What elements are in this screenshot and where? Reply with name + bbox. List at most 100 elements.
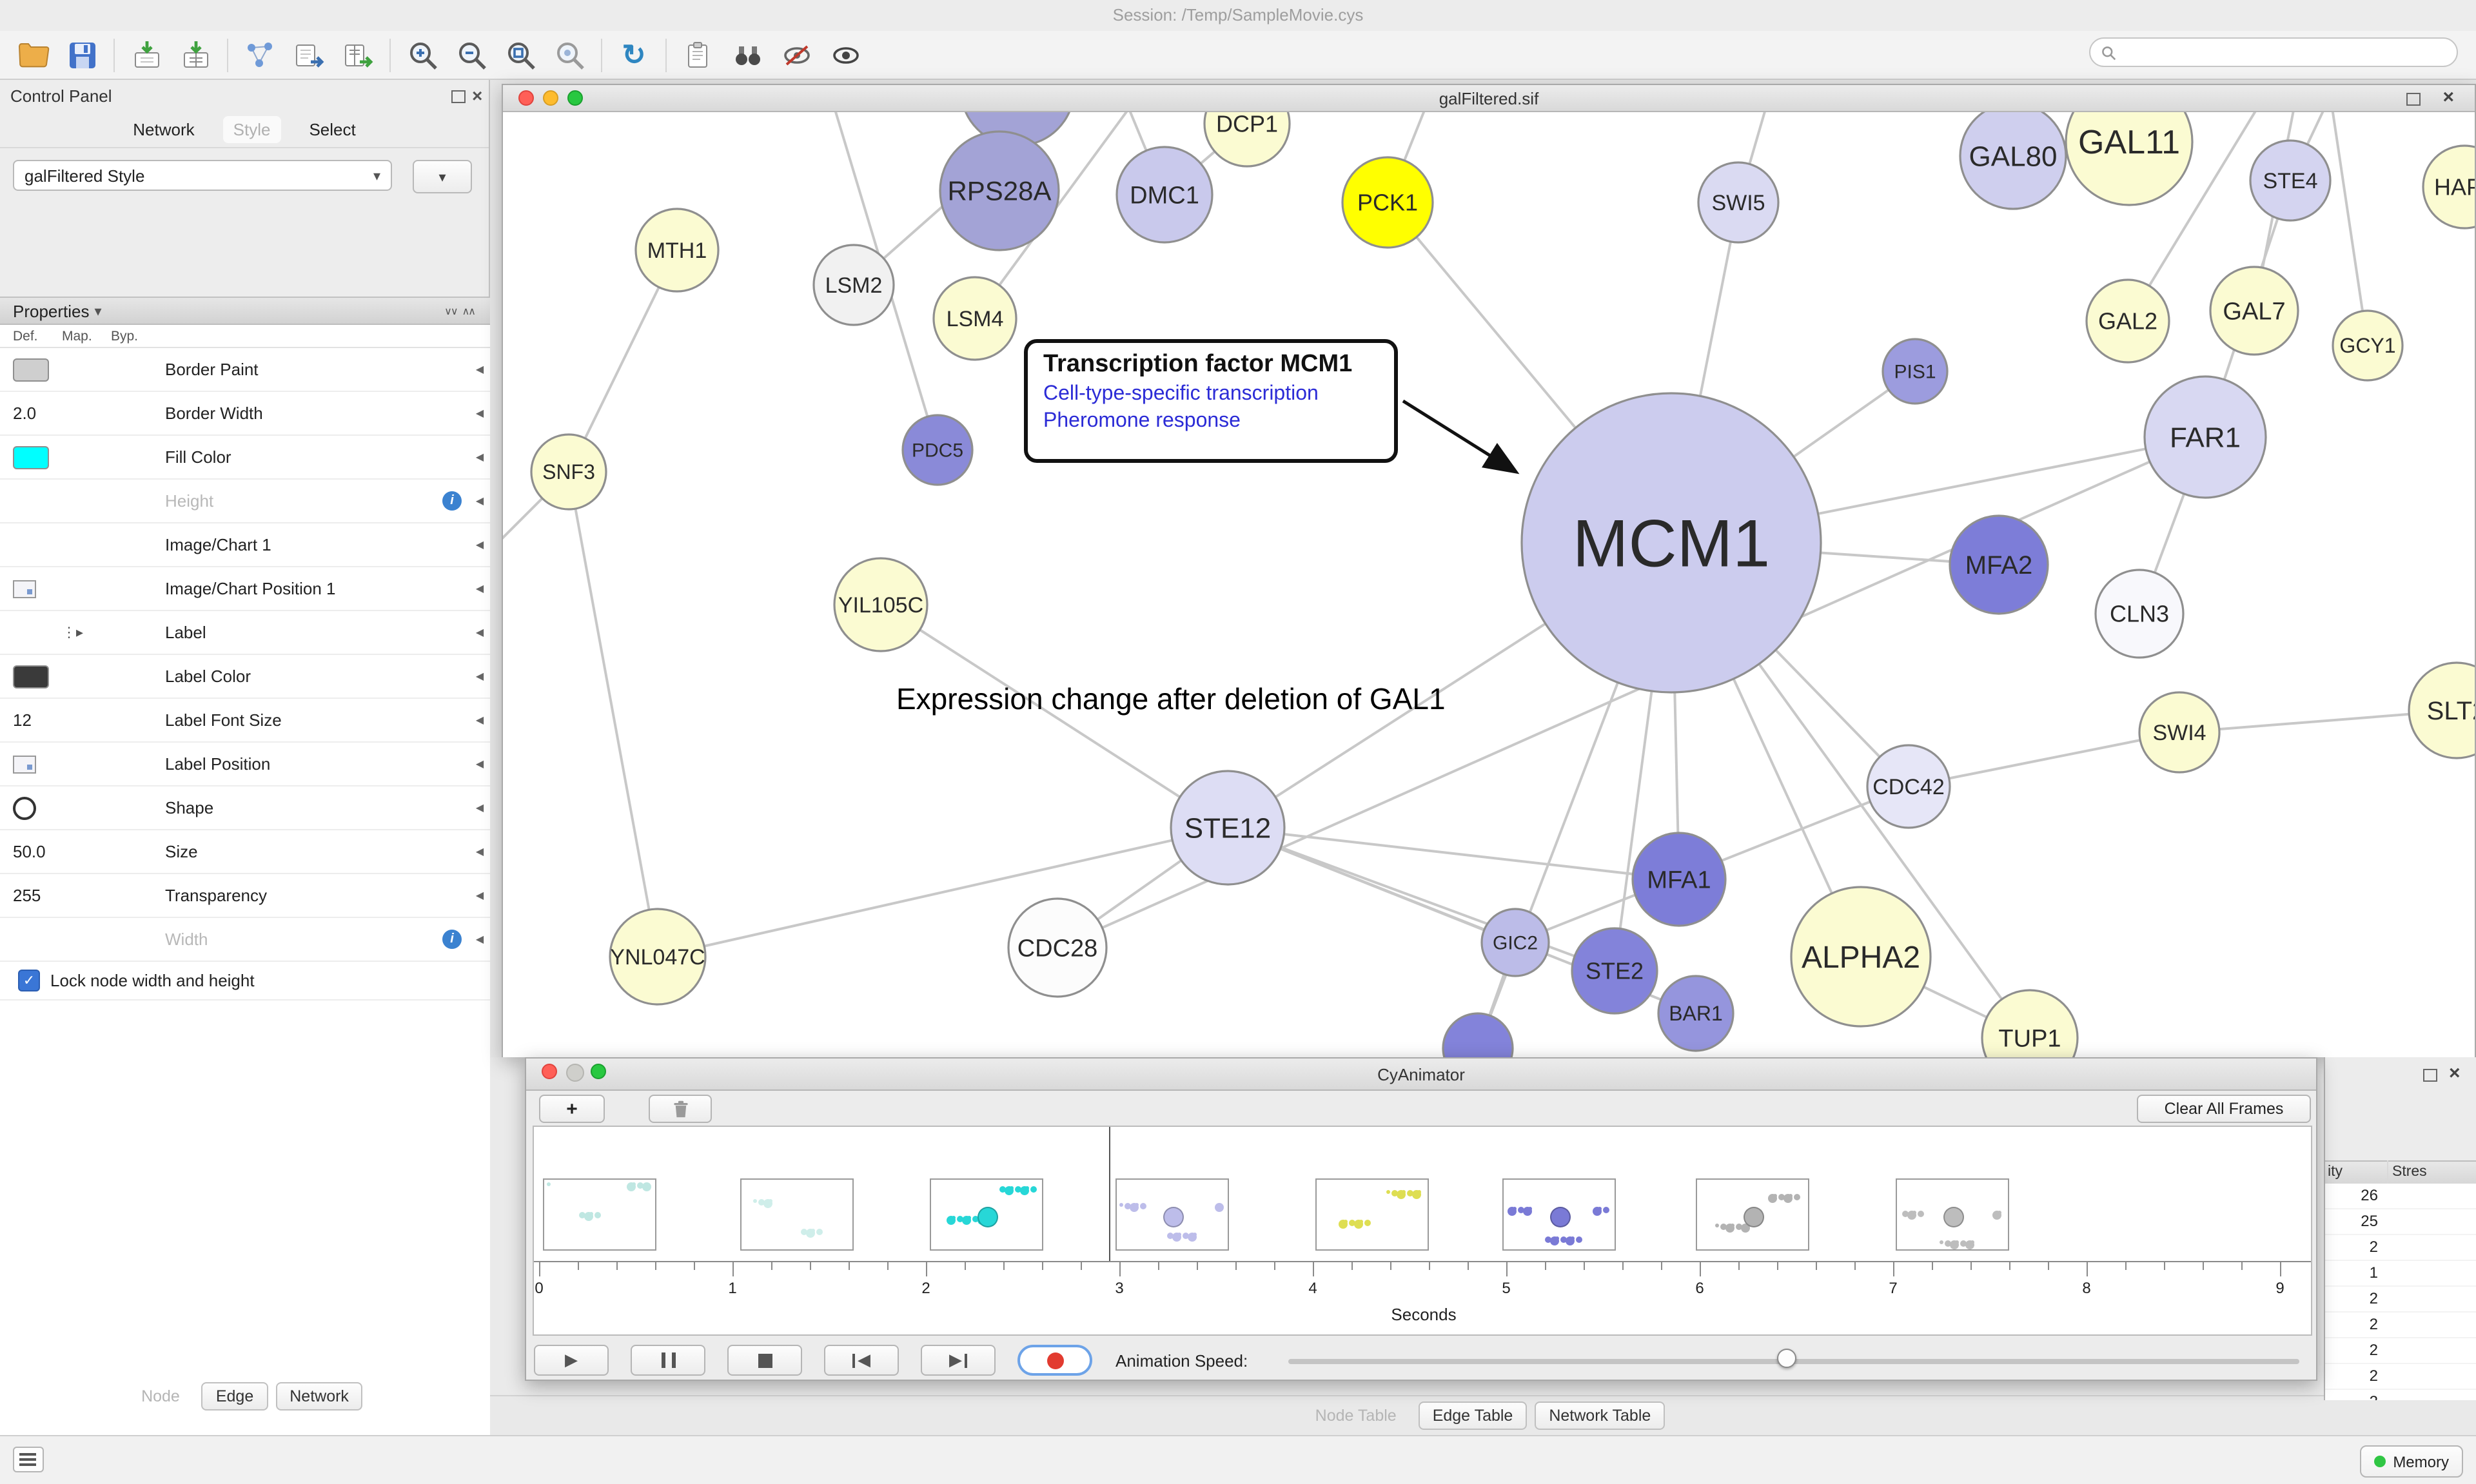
tab-select[interactable]: Select	[309, 119, 356, 139]
network-edge[interactable]	[1908, 731, 2180, 788]
tab-edge-table[interactable]: Edge Table	[1418, 1401, 1528, 1430]
copy-view-icon[interactable]	[681, 37, 716, 72]
table-column-headers[interactable]: ity Stres	[2325, 1160, 2476, 1186]
zoom-in-icon[interactable]	[405, 37, 440, 72]
status-list-icon[interactable]	[13, 1447, 44, 1472]
column-centrality[interactable]: ity	[2328, 1164, 2343, 1180]
default-value-swatch[interactable]	[13, 665, 49, 688]
tab-network-bottom[interactable]: Network	[275, 1382, 363, 1411]
network-node-SWI5[interactable]	[1697, 161, 1780, 244]
network-node-STE4[interactable]	[2249, 139, 2332, 222]
style-selector[interactable]: galFiltered Style ▾	[13, 160, 392, 191]
network-node-CDC28[interactable]	[1007, 897, 1108, 998]
record-button[interactable]	[1017, 1345, 1092, 1376]
float-network-icon[interactable]	[2406, 93, 2421, 106]
frame-thumbnail-6[interactable]	[1502, 1178, 1616, 1251]
network-node-GAL2[interactable]	[2085, 278, 2170, 364]
close-table-icon[interactable]: ×	[2449, 1062, 2461, 1084]
expand-row-icon[interactable]: ◀	[475, 802, 484, 814]
zoom-animator-button[interactable]	[591, 1064, 606, 1079]
float-table-icon[interactable]	[2423, 1069, 2437, 1082]
animation-speed-thumb[interactable]	[1777, 1349, 1796, 1368]
network-edge[interactable]	[1227, 826, 1615, 972]
network-node-CDC42[interactable]	[1866, 744, 1951, 829]
table-row[interactable]: 2	[2325, 1338, 2476, 1364]
network-node-MCM1[interactable]	[1520, 392, 1822, 694]
network-node-MFA1[interactable]	[1631, 832, 1727, 927]
network-node-RPS28A[interactable]	[939, 130, 1060, 251]
close-window-button[interactable]	[518, 90, 534, 106]
network-node-GAL11[interactable]	[2065, 112, 2194, 206]
network-edge[interactable]	[812, 112, 939, 451]
network-from-db-icon[interactable]	[242, 37, 277, 72]
frame-thumbnail-8[interactable]	[1896, 1178, 2009, 1251]
network-node-LSM4[interactable]	[932, 276, 1017, 361]
property-row-label-position[interactable]: Label Position◀	[0, 743, 490, 786]
zoom-out-icon[interactable]	[454, 37, 489, 72]
table-row[interactable]: 2	[2325, 1313, 2476, 1338]
export-network-icon[interactable]	[291, 37, 326, 72]
zoom-fit-icon[interactable]	[503, 37, 538, 72]
close-network-icon[interactable]: ×	[2442, 86, 2454, 108]
float-panel-icon[interactable]	[451, 90, 466, 103]
expand-row-icon[interactable]: ◀	[475, 583, 484, 594]
network-window-titlebar[interactable]: galFiltered.sif ×	[503, 85, 2475, 112]
minimize-window-button[interactable]	[543, 90, 558, 106]
stop-button[interactable]	[727, 1345, 802, 1376]
show-graphics-icon[interactable]	[828, 37, 863, 72]
zoom-window-button[interactable]	[567, 90, 583, 106]
network-node-BAR1[interactable]	[1657, 975, 1734, 1052]
network-node-TUP1[interactable]	[1981, 989, 2079, 1057]
network-canvas-svg[interactable]: RPS28BRPS28ADMC1DCP1PCK1SWI5GAL80GAL11ST…	[503, 112, 2475, 1057]
update-view-icon[interactable]: ↻	[622, 39, 646, 71]
info-icon[interactable]: i	[442, 491, 462, 511]
frame-thumbnail-3[interactable]	[930, 1178, 1043, 1251]
network-node-FAR1[interactable]	[2143, 375, 2267, 499]
network-node-SNF3[interactable]	[530, 433, 607, 511]
network-canvas[interactable]: RPS28BRPS28ADMC1DCP1PCK1SWI5GAL80GAL11ST…	[503, 112, 2475, 1057]
play-button[interactable]: ▶	[534, 1345, 609, 1376]
collapse-all-icon[interactable]: ∨∨	[444, 305, 458, 317]
network-edge[interactable]	[1227, 826, 1680, 881]
frame-thumbnail-1[interactable]	[543, 1178, 656, 1251]
expand-row-icon[interactable]: ◀	[475, 364, 484, 375]
network-node-STE2[interactable]	[1571, 927, 1658, 1015]
network-node-ALPHA2[interactable]	[1790, 886, 1932, 1028]
properties-header[interactable]: Properties ▾ ∨∨ ∧∧	[0, 297, 490, 325]
expand-row-icon[interactable]: ◀	[475, 451, 484, 463]
memory-button[interactable]: Memory	[2359, 1445, 2463, 1478]
table-row[interactable]: 2	[2325, 1364, 2476, 1390]
network-node-MTH1[interactable]	[634, 208, 720, 293]
column-stress[interactable]: Stres	[2392, 1164, 2427, 1180]
tab-network-table[interactable]: Network Table	[1535, 1401, 1665, 1430]
default-value-swatch[interactable]	[13, 445, 49, 469]
lock-checkbox[interactable]: ✓	[18, 970, 40, 991]
style-options-button[interactable]: ▾	[413, 160, 472, 193]
save-session-icon[interactable]	[64, 37, 99, 72]
import-network-icon[interactable]	[129, 37, 164, 72]
cyanimator-titlebar[interactable]: CyAnimator	[526, 1059, 2316, 1091]
network-node-GAL7[interactable]	[2209, 266, 2299, 356]
expand-row-icon[interactable]: ◀	[475, 890, 484, 901]
expand-row-icon[interactable]: ◀	[475, 539, 484, 551]
network-node-CLN3[interactable]	[2094, 569, 2185, 659]
export-table-icon[interactable]	[340, 37, 375, 72]
tab-style[interactable]: Style	[222, 115, 281, 142]
zoom-selected-icon[interactable]	[552, 37, 587, 72]
expand-row-icon[interactable]: ◀	[475, 670, 484, 682]
frame-thumbnail-7[interactable]	[1696, 1178, 1809, 1251]
network-node-PIS1[interactable]	[1882, 338, 1949, 405]
network-edge[interactable]	[567, 471, 659, 957]
table-row[interactable]: 1	[2325, 1261, 2476, 1287]
network-node-STE12[interactable]	[1170, 770, 1286, 886]
network-node-GIC2[interactable]	[1480, 908, 1550, 977]
network-node-DMC1[interactable]	[1115, 146, 1213, 244]
network-node-LSM2[interactable]	[812, 244, 895, 326]
annotation-link-1[interactable]: Cell-type-specific transcription	[1043, 383, 1319, 405]
